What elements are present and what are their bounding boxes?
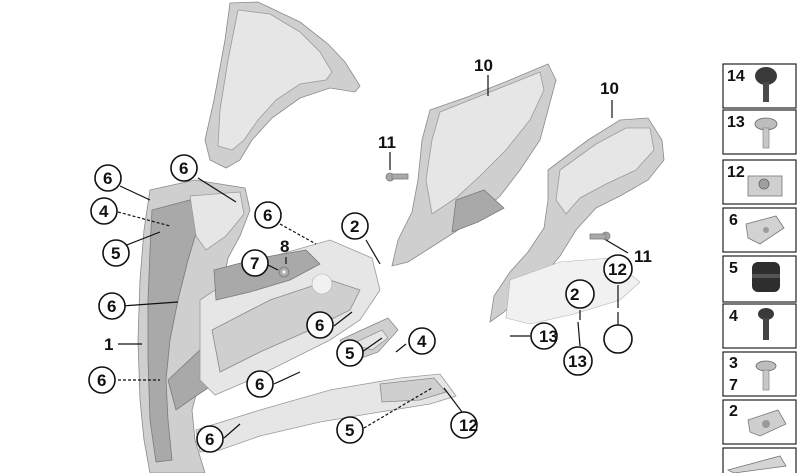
svg-text:5: 5 xyxy=(729,260,738,277)
callouts: 10 10 11 11 6 6 4 5 6 8 7 2 xyxy=(88,56,652,453)
svg-text:5: 5 xyxy=(111,244,120,263)
svg-text:4: 4 xyxy=(99,202,109,221)
callout-13-right xyxy=(603,324,633,354)
lower-spoiler xyxy=(195,373,457,453)
svg-text:5: 5 xyxy=(345,421,354,440)
callout-6-top-left: 6 xyxy=(94,164,122,192)
parts-legend: 14 13 12 6 xyxy=(722,63,797,473)
callout-1: 1 xyxy=(104,335,113,354)
speed-nut-icon xyxy=(747,175,783,197)
callout-12-right: 12 xyxy=(603,254,633,284)
callout-8: 8 xyxy=(280,237,289,256)
lower-side-cowl xyxy=(199,239,381,396)
callout-6-center-low: 6 xyxy=(246,370,274,398)
legend-item-6: 6 xyxy=(722,207,797,253)
svg-text:6: 6 xyxy=(263,206,272,225)
svg-text:6: 6 xyxy=(179,159,188,178)
plastic-rivet-icon xyxy=(755,67,777,102)
leader-lines xyxy=(117,75,629,439)
callout-6-left-low: 6 xyxy=(88,366,116,394)
svg-text:4: 4 xyxy=(729,308,738,325)
callout-6-top-mid: 6 xyxy=(170,154,198,182)
svg-text:6: 6 xyxy=(315,316,324,335)
svg-text:6: 6 xyxy=(255,375,264,394)
callout-12-mid: 2 xyxy=(565,279,595,309)
callout-11-upper: 11 xyxy=(378,133,396,152)
callout-2-lower: 13 xyxy=(530,322,558,350)
callout-6-bottom: 6 xyxy=(196,425,224,453)
callout-5-mid: 5 xyxy=(336,339,364,367)
fastener-screws xyxy=(278,172,611,278)
legend-item-5: 5 xyxy=(722,255,797,303)
svg-text:13: 13 xyxy=(727,114,745,131)
legend-item-14: 14 xyxy=(722,63,797,109)
callout-11-lower: 11 xyxy=(634,247,652,266)
u-nut-icon xyxy=(747,409,787,437)
svg-text:14: 14 xyxy=(727,68,745,85)
washer-screw-icon xyxy=(755,360,777,391)
legend-item-4: 4 xyxy=(722,303,797,349)
svg-text:6: 6 xyxy=(107,297,116,316)
svg-text:7: 7 xyxy=(729,377,738,394)
wedge-panel-icon xyxy=(726,455,787,473)
callout-5-low: 5 xyxy=(336,416,364,444)
callout-6-center: 6 xyxy=(306,311,334,339)
callout-6-left-mid: 6 xyxy=(98,292,126,320)
callout-10-right: 10 xyxy=(600,79,619,98)
svg-text:2: 2 xyxy=(350,217,359,236)
svg-text:6: 6 xyxy=(97,371,106,390)
callout-7: 7 xyxy=(241,249,269,277)
svg-text:2: 2 xyxy=(729,403,738,420)
svg-text:4: 4 xyxy=(417,332,427,351)
clip-nut-icon xyxy=(745,215,785,245)
callout-13-mid: 13 xyxy=(563,346,593,376)
windshield xyxy=(204,1,361,169)
svg-text:3: 3 xyxy=(729,355,738,372)
svg-text:5: 5 xyxy=(345,344,354,363)
rubber-grommet-icon xyxy=(752,262,780,292)
air-duct-left xyxy=(391,63,557,267)
svg-text:6: 6 xyxy=(729,212,738,229)
push-rivet-icon xyxy=(758,308,774,340)
svg-text:7: 7 xyxy=(250,254,259,273)
svg-text:12: 12 xyxy=(727,164,745,181)
legend-item-13: 13 xyxy=(722,109,797,155)
svg-text:13: 13 xyxy=(539,327,558,346)
svg-text:6: 6 xyxy=(103,169,112,188)
callout-6-bottom-right: 12 xyxy=(450,411,478,439)
callout-2-upper: 2 xyxy=(341,212,369,240)
callout-4-mid: 4 xyxy=(408,327,436,355)
svg-text:6: 6 xyxy=(205,430,214,449)
svg-text:2: 2 xyxy=(570,285,579,304)
callout-5-left: 5 xyxy=(102,239,130,267)
torx-screw-icon xyxy=(754,117,778,149)
callout-6-mid: 6 xyxy=(254,201,282,229)
legend-item-12: 12 xyxy=(722,159,797,205)
svg-text:13: 13 xyxy=(568,352,587,371)
legend-item-partial xyxy=(722,447,797,473)
legend-item-2: 2 xyxy=(722,399,797,445)
svg-text:12: 12 xyxy=(459,416,478,435)
callout-4-left: 4 xyxy=(90,197,118,225)
callout-10-left: 10 xyxy=(474,56,493,75)
svg-text:12: 12 xyxy=(608,260,627,279)
legend-item-3-7: 3 7 xyxy=(722,351,797,397)
